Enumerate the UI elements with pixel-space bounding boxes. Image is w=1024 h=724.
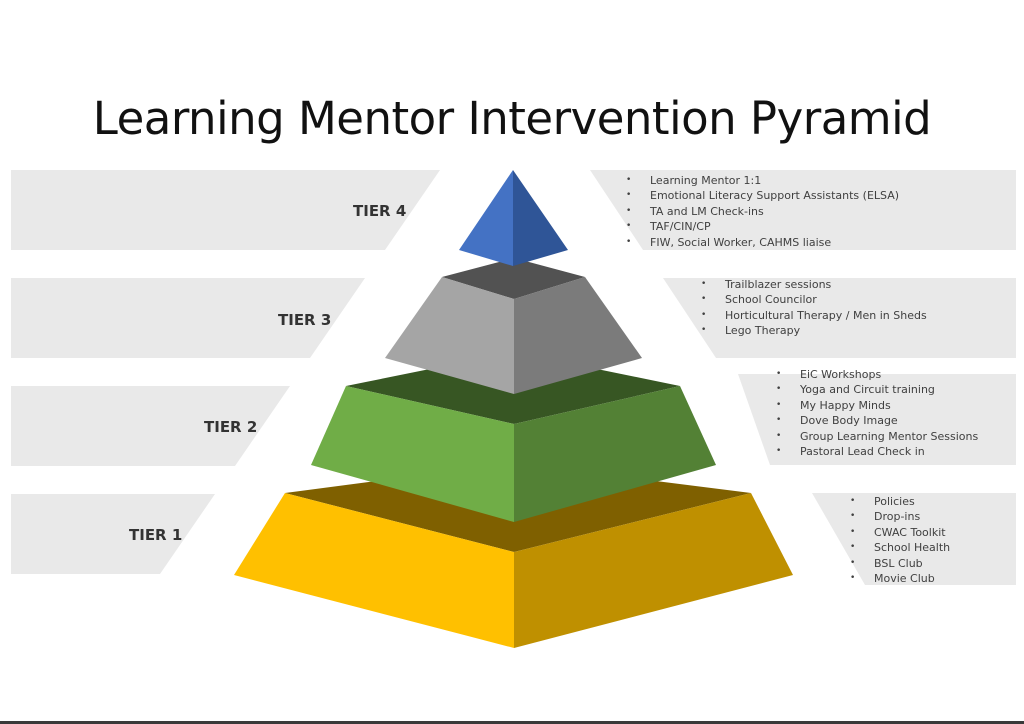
list-item: Drop-ins bbox=[850, 509, 950, 525]
list-item: School Health bbox=[850, 540, 950, 556]
tier-1-label: TIER 1 bbox=[129, 526, 183, 544]
tier-3-intervention-list: Trailblazer sessions School Councilor Ho… bbox=[701, 277, 927, 339]
list-item: Movie Club bbox=[850, 571, 950, 587]
tier-4-block bbox=[459, 170, 568, 266]
tier-1-label-panel bbox=[11, 494, 215, 574]
tier-2-label: TIER 2 bbox=[204, 418, 258, 436]
list-item: Dove Body Image bbox=[776, 413, 978, 429]
tier-2-intervention-list: EiC Workshops Yoga and Circuit training … bbox=[776, 367, 978, 460]
list-item: TAF/CIN/CP bbox=[626, 219, 899, 235]
list-item: Horticultural Therapy / Men in Sheds bbox=[701, 308, 927, 324]
list-item: School Councilor bbox=[701, 292, 927, 308]
list-item: TA and LM Check-ins bbox=[626, 204, 899, 220]
page-title: Learning Mentor Intervention Pyramid bbox=[92, 92, 932, 145]
list-item: Emotional Literacy Support Assistants (E… bbox=[626, 188, 899, 204]
list-item: Policies bbox=[850, 494, 950, 510]
list-item: CWAC Toolkit bbox=[850, 525, 950, 541]
list-item: Group Learning Mentor Sessions bbox=[776, 429, 978, 445]
tier-3-label-panel bbox=[11, 278, 365, 358]
bottom-border bbox=[0, 721, 1024, 724]
tier-3-block bbox=[385, 258, 642, 394]
list-item: Pastoral Lead Check in bbox=[776, 444, 978, 460]
tier-4-intervention-list: Learning Mentor 1:1 Emotional Literacy S… bbox=[626, 173, 899, 250]
list-item: Learning Mentor 1:1 bbox=[626, 173, 899, 189]
tier-2-label-panel bbox=[11, 386, 290, 466]
tier-4-label: TIER 4 bbox=[353, 202, 407, 220]
list-item: BSL Club bbox=[850, 556, 950, 572]
tier-4-label-panel bbox=[11, 170, 440, 250]
list-item: Yoga and Circuit training bbox=[776, 382, 978, 398]
list-item: EiC Workshops bbox=[776, 367, 978, 383]
list-item: My Happy Minds bbox=[776, 398, 978, 414]
tier-3-label: TIER 3 bbox=[278, 311, 332, 329]
list-item: FIW, Social Worker, CAHMS liaise bbox=[626, 235, 899, 251]
list-item: Lego Therapy bbox=[701, 323, 927, 339]
list-item: Trailblazer sessions bbox=[701, 277, 927, 293]
tier-1-intervention-list: Policies Drop-ins CWAC Toolkit School He… bbox=[850, 494, 950, 587]
